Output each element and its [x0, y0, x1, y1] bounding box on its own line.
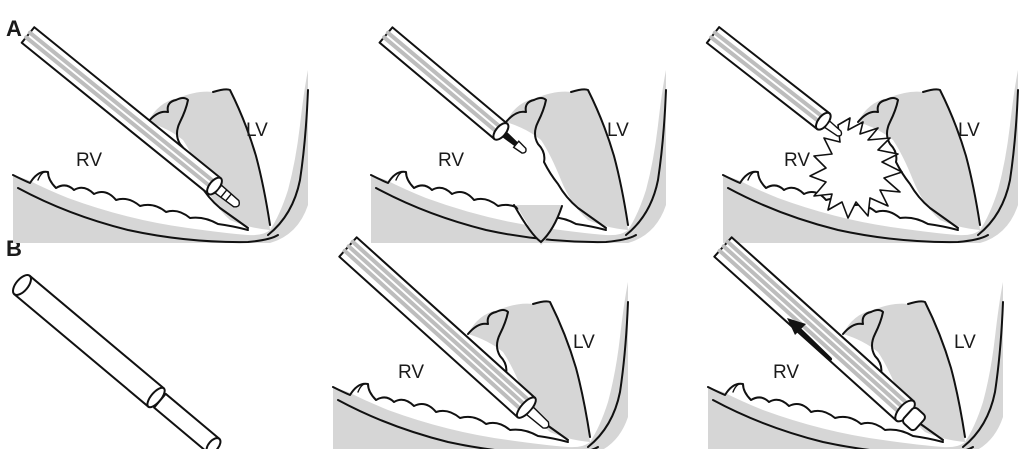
- label-rv: RV: [398, 362, 424, 383]
- catheter: [380, 27, 532, 159]
- label-rv: RV: [438, 150, 464, 171]
- label-lv: LV: [573, 332, 595, 353]
- label-rv: RV: [76, 150, 102, 171]
- label-lv: LV: [958, 120, 980, 141]
- label-lv: LV: [607, 120, 629, 141]
- label-lv: LV: [246, 120, 268, 141]
- catheter: [707, 27, 847, 143]
- panel-b1: [10, 272, 225, 449]
- label-lv: LV: [954, 332, 976, 353]
- label-rv: RV: [784, 150, 810, 171]
- row-label-a: A: [6, 16, 22, 41]
- label-rv: RV: [773, 362, 799, 383]
